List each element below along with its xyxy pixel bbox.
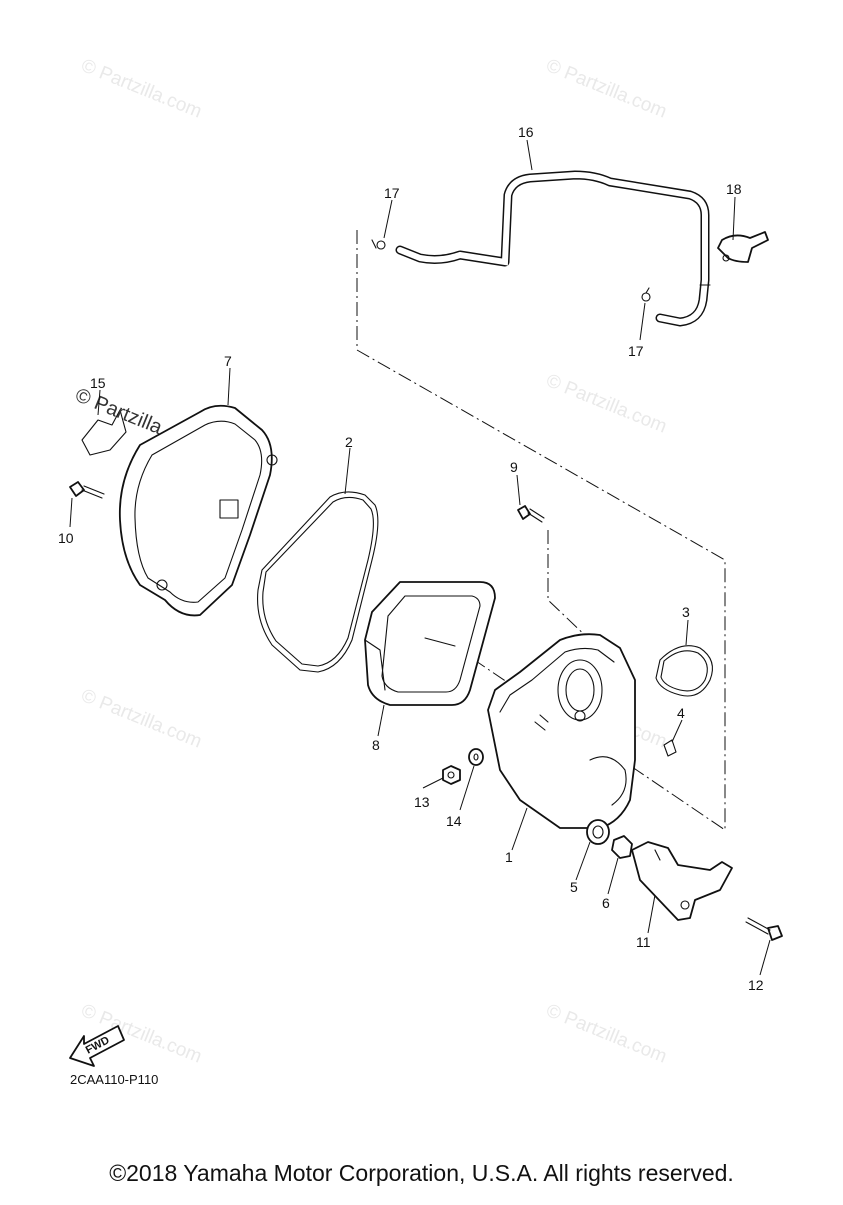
watermark: © Partzilla.com	[543, 55, 670, 122]
callout-labels: 1 2 3 4 5 6 7 8 9 10 11 12 13 14 15 16 1…	[58, 124, 764, 993]
assembly-line	[547, 530, 591, 641]
part-17-clip-b	[641, 287, 651, 302]
part-11-bracket	[631, 841, 733, 921]
part-12-bolt	[745, 917, 783, 941]
callout-3: 3	[682, 604, 690, 620]
fwd-arrow-icon: FWD	[69, 1025, 125, 1067]
callout-6: 6	[602, 895, 610, 911]
callout-15: 15	[90, 375, 106, 391]
callout-11: 11	[636, 934, 651, 950]
part-14-washer	[468, 748, 484, 766]
watermark: © Partzilla.com	[543, 1000, 670, 1067]
part-16-breather-hose	[395, 170, 711, 327]
part-7-cover	[118, 404, 278, 617]
part-5-grommet	[586, 819, 610, 845]
callout-7: 7	[224, 353, 232, 369]
callout-1: 1	[505, 849, 513, 865]
copyright-notice: ©2018 Yamaha Motor Corporation, U.S.A. A…	[109, 1160, 734, 1186]
callout-8: 8	[372, 737, 380, 753]
callout-13: 13	[414, 794, 430, 810]
part-6-collar	[611, 835, 633, 859]
callout-18: 18	[726, 181, 742, 197]
callout-2: 2	[345, 434, 353, 450]
part-10-screw	[69, 481, 105, 499]
part-18-holder	[717, 231, 769, 263]
callout-5: 5	[570, 879, 578, 895]
part-9-screw	[517, 505, 545, 523]
watermark: © Partzilla.com	[78, 1000, 205, 1067]
callout-17b: 17	[628, 343, 644, 359]
callout-12: 12	[748, 977, 764, 993]
watermark: © Partzilla.com	[78, 685, 205, 752]
leader-lines	[69, 139, 771, 976]
callout-16: 16	[518, 124, 534, 140]
part-17-clip-a	[371, 239, 386, 250]
part-1-filter-case	[487, 633, 636, 829]
part-2-gasket	[257, 491, 379, 673]
callout-14: 14	[446, 813, 462, 829]
part-13-nut	[442, 765, 461, 785]
watermark: © Partzilla.com	[543, 370, 670, 437]
part-3-o-ring	[655, 645, 713, 697]
diagram-code: 2CAA110-P110	[70, 1072, 159, 1087]
assembly-line	[356, 230, 726, 831]
watermark: © Partzilla.com	[78, 55, 205, 122]
callout-4: 4	[677, 705, 685, 721]
part-4-clip	[663, 739, 677, 757]
callout-10: 10	[58, 530, 74, 546]
callout-17a: 17	[384, 185, 400, 201]
part-8-air-filter	[364, 581, 496, 706]
callout-9: 9	[510, 459, 518, 475]
